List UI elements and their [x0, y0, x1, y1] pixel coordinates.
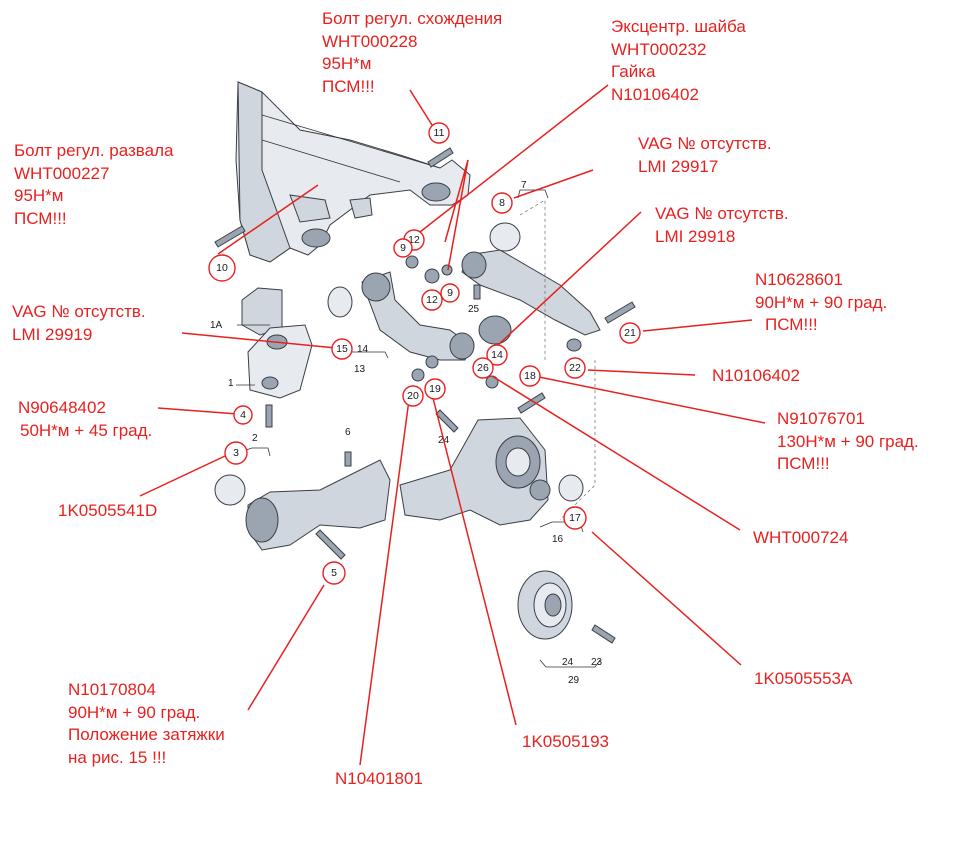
callout-12: 12 — [421, 289, 443, 311]
bushing-17 — [558, 474, 584, 502]
svg-text:14: 14 — [491, 349, 503, 361]
part-label: 7 — [521, 180, 527, 191]
svg-text:9: 9 — [447, 287, 453, 299]
part-label: 29 — [568, 675, 580, 686]
part-label: 13 — [354, 364, 366, 375]
note-lmi-29917: VAG № отсутств.LMI 29917 — [638, 134, 772, 176]
callout-17: 17 — [563, 506, 587, 530]
svg-text:15: 15 — [336, 343, 348, 355]
note-1k0505193: 1K0505193 — [522, 732, 609, 751]
wheel-hub — [517, 570, 616, 644]
svg-text:21: 21 — [624, 327, 636, 339]
leader-lines — [139, 84, 766, 766]
part-label: 2 — [252, 433, 258, 444]
svg-text:9: 9 — [400, 242, 406, 254]
svg-text:26: 26 — [477, 362, 489, 374]
svg-text:3: 3 — [233, 447, 239, 459]
callout-10: 10 — [208, 254, 236, 282]
svg-text:10: 10 — [216, 262, 228, 274]
svg-text:22: 22 — [569, 362, 581, 374]
bolts — [214, 147, 636, 467]
svg-text:5: 5 — [331, 567, 337, 579]
svg-text:12: 12 — [408, 234, 420, 246]
callout-4: 4 — [233, 405, 253, 425]
callout-20: 20 — [402, 385, 424, 407]
callout-3: 3 — [224, 441, 248, 465]
lower-control-arm — [214, 459, 391, 560]
callout-11: 11 — [428, 122, 450, 144]
svg-text:4: 4 — [240, 409, 246, 421]
callout-22: 22 — [564, 357, 586, 379]
callout-15: 15 — [331, 338, 353, 360]
part-label: 24 — [562, 657, 574, 668]
wheel-carrier — [399, 417, 551, 526]
part-label: 1A — [210, 320, 223, 331]
note-lmi-29919: VAG № отсутств.LMI 29919 — [12, 302, 146, 344]
part-label: 25 — [468, 304, 480, 315]
svg-text:18: 18 — [524, 370, 536, 382]
callout-18: 18 — [519, 365, 541, 387]
part-label: 16 — [552, 534, 564, 545]
callout-8: 8 — [491, 192, 513, 214]
note-n10401801: N10401801 — [335, 769, 423, 788]
callout-19: 19 — [424, 378, 446, 400]
callout-14: 14 — [486, 344, 508, 366]
note-1k0505553a: 1K0505553A — [754, 669, 853, 688]
mount-bracket — [241, 287, 313, 399]
callout-21: 21 — [619, 322, 641, 344]
svg-text:11: 11 — [434, 127, 445, 139]
note-n10106402: N10106402 — [712, 366, 800, 385]
callout-26: 26 — [472, 357, 494, 379]
svg-text:17: 17 — [569, 512, 581, 524]
callout-9: 9 — [393, 238, 413, 258]
part-label: 23 — [591, 657, 603, 668]
note-wht000724: WHT000724 — [753, 528, 849, 547]
callout-5: 5 — [322, 561, 346, 585]
note-1k0505541d: 1K0505541D — [58, 501, 158, 520]
note-lmi-29918: VAG № отсутств.LMI 29918 — [655, 204, 789, 246]
callout-9: 9 — [440, 283, 460, 303]
svg-text:20: 20 — [407, 390, 419, 402]
svg-text:19: 19 — [429, 383, 441, 395]
part-label: 6 — [345, 427, 351, 438]
part-label: 1 — [228, 378, 234, 389]
camber-arm — [327, 271, 475, 361]
upper-link — [461, 199, 601, 360]
svg-text:8: 8 — [499, 197, 505, 209]
part-label: 14 — [357, 344, 369, 355]
svg-text:12: 12 — [426, 294, 438, 306]
circled-callouts: 11 12 12 9 9 8 10 15 14 26 18 22 21 4 3 … — [208, 122, 641, 585]
rear-subframe — [235, 81, 471, 263]
